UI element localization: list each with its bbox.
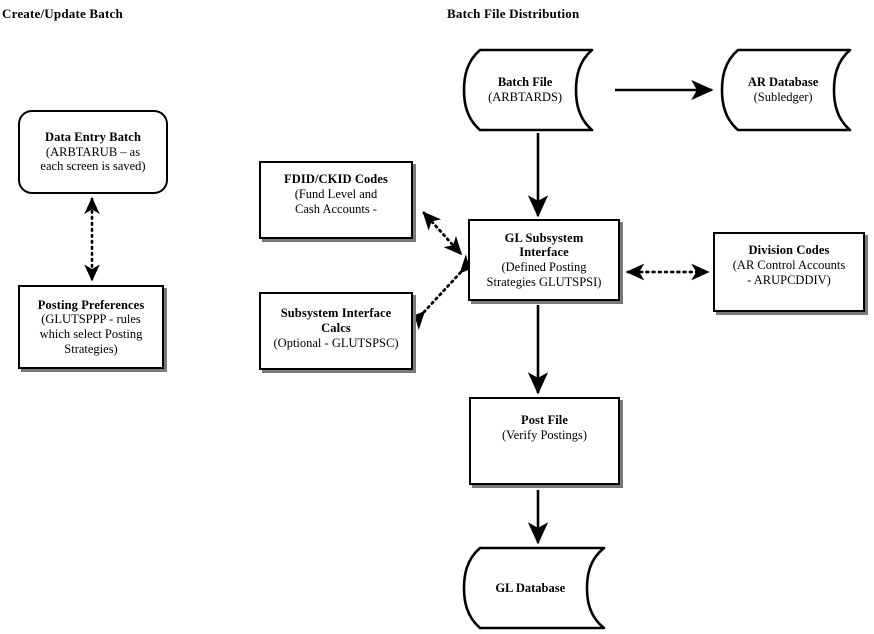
node-division-codes-sub2: - ARUPCDDIV): [747, 272, 831, 287]
node-gl-database-label: GL Database: [458, 546, 626, 630]
node-data-entry-batch-sub2: each screen is saved): [40, 159, 146, 174]
node-gl-subsystem-interface[interactable]: GL Subsystem Interface (Defined Posting …: [468, 219, 620, 301]
node-division-codes-sub1: (AR Control Accounts: [732, 257, 846, 272]
node-division-codes[interactable]: Division Codes (AR Control Accounts - AR…: [713, 232, 865, 312]
node-data-entry-batch-title: Data Entry Batch: [44, 129, 142, 144]
node-ar-database-sub1: (Subledger): [753, 90, 813, 104]
node-posting-preferences-sub2: which select Posting: [39, 327, 143, 341]
node-subsystem-interface-calcs-title-line1: Subsystem Interface: [280, 306, 392, 320]
node-ar-database[interactable]: AR Database (Subledger): [716, 48, 872, 132]
node-subsystem-interface-calcs-sub1: (Optional - GLUTSPSC): [273, 335, 399, 350]
node-gl-subsystem-interface-title-line2: Interface: [519, 245, 569, 260]
node-ar-database-label: AR Database (Subledger): [716, 48, 872, 132]
node-posting-preferences-sub3: Strategies): [64, 341, 118, 356]
node-subsystem-interface-calcs[interactable]: Subsystem Interface Calcs (Optional - GL…: [259, 292, 413, 370]
node-gl-database-title: GL Database: [495, 580, 566, 595]
node-batch-file-label: Batch File (ARBTARDS): [458, 48, 614, 132]
node-batch-file[interactable]: Batch File (ARBTARDS): [458, 48, 614, 132]
node-post-file-title: Post File: [520, 413, 569, 427]
node-data-entry-batch-sub1: (ARBTARUB – as: [45, 144, 141, 159]
section-title-create-update-batch: Create/Update Batch: [2, 6, 123, 21]
batch-file-cylinder-shape: [462, 48, 594, 132]
node-ar-database-title: AR Database: [747, 75, 819, 89]
node-subsystem-interface-calcs-title-line2: Calcs: [321, 320, 351, 335]
ar-database-cylinder-shape: [720, 48, 852, 132]
node-post-file[interactable]: Post File (Verify Postings): [469, 397, 620, 485]
node-gl-database[interactable]: GL Database: [458, 546, 626, 630]
node-division-codes-title: Division Codes: [748, 243, 830, 257]
node-fdid-ckid-codes-sub2: Cash Accounts -: [295, 201, 377, 216]
node-posting-preferences-sub1: (GLUTSPPP - rules: [41, 312, 141, 327]
node-posting-preferences-title: Posting Preferences: [37, 297, 145, 312]
node-data-entry-batch[interactable]: Data Entry Batch (ARBTARUB – as each scr…: [18, 110, 168, 194]
connector-subsystem-calcs-to-gl-subsystem-interface: [406, 254, 479, 331]
node-gl-subsystem-interface-title-line1: GL Subsystem: [504, 230, 584, 245]
node-batch-file-title: Batch File: [497, 75, 553, 89]
node-fdid-ckid-codes[interactable]: FDID/CKID Codes (Fund Level and Cash Acc…: [259, 161, 413, 239]
gl-database-cylinder-shape: [462, 546, 606, 630]
node-fdid-ckid-codes-sub1: (Fund Level and: [294, 186, 378, 201]
node-fdid-ckid-codes-title: FDID/CKID Codes: [284, 172, 388, 186]
connector-fdid-ckid-to-gl-subsystem-interface: [422, 211, 463, 256]
node-gl-subsystem-interface-sub2: Strategies GLUTSPSI): [486, 274, 602, 289]
node-batch-file-sub1: (ARBTARDS): [488, 90, 563, 104]
section-title-batch-file-distribution: Batch File Distribution: [447, 6, 580, 21]
node-gl-subsystem-interface-sub1: (Defined Posting: [501, 260, 587, 274]
node-post-file-sub1: (Verify Postings): [501, 427, 588, 442]
node-posting-preferences[interactable]: Posting Preferences (GLUTSPPP - rules wh…: [18, 285, 164, 369]
